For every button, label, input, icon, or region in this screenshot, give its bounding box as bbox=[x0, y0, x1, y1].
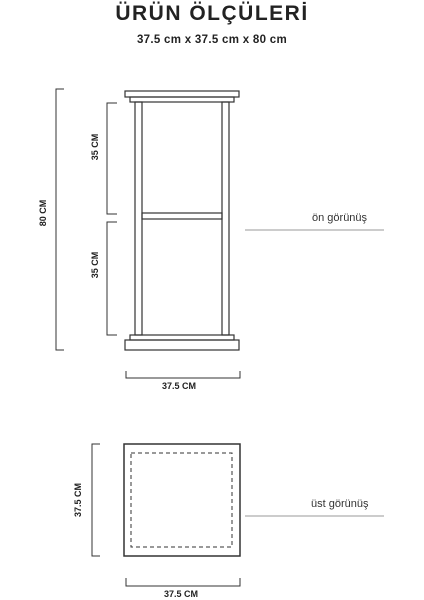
front-base-slab bbox=[124, 339, 240, 351]
front-view-drawing bbox=[124, 90, 240, 351]
top-width-label: 37.5 CM bbox=[164, 589, 199, 599]
top-depth-bracket bbox=[91, 443, 100, 557]
front-base-top bbox=[129, 334, 235, 341]
total-height-bracket bbox=[55, 88, 64, 351]
top-outer-square bbox=[123, 443, 241, 557]
front-top-slab-underside bbox=[129, 96, 235, 103]
front-view-label: ön görünüş bbox=[312, 212, 368, 224]
top-view-drawing bbox=[123, 443, 241, 557]
front-top-slab bbox=[124, 90, 240, 98]
top-depth-label: 37.5 CM bbox=[73, 482, 83, 518]
front-dimension-lines bbox=[55, 88, 241, 379]
front-left-leg bbox=[134, 101, 143, 336]
front-middle-shelf bbox=[141, 212, 223, 220]
upper-height-label: 35 CM bbox=[90, 133, 100, 161]
front-right-leg bbox=[221, 101, 230, 336]
top-width-bracket bbox=[125, 578, 241, 587]
front-width-label: 37.5 CM bbox=[162, 381, 197, 391]
total-height-label: 80 CM bbox=[38, 199, 48, 227]
lower-height-bracket bbox=[106, 221, 117, 336]
top-dimension-lines bbox=[91, 443, 241, 587]
lower-height-label: 35 CM bbox=[90, 251, 100, 279]
front-width-bracket bbox=[125, 371, 241, 379]
upper-height-bracket bbox=[106, 102, 117, 215]
dimensions-subtitle: 37.5 cm x 37.5 cm x 80 cm bbox=[136, 34, 288, 46]
page-title: ÜRÜN ÖLÇÜLERİ bbox=[115, 2, 309, 25]
top-view-label: üst görünüş bbox=[311, 498, 369, 510]
top-inner-dashed-square bbox=[130, 452, 233, 548]
